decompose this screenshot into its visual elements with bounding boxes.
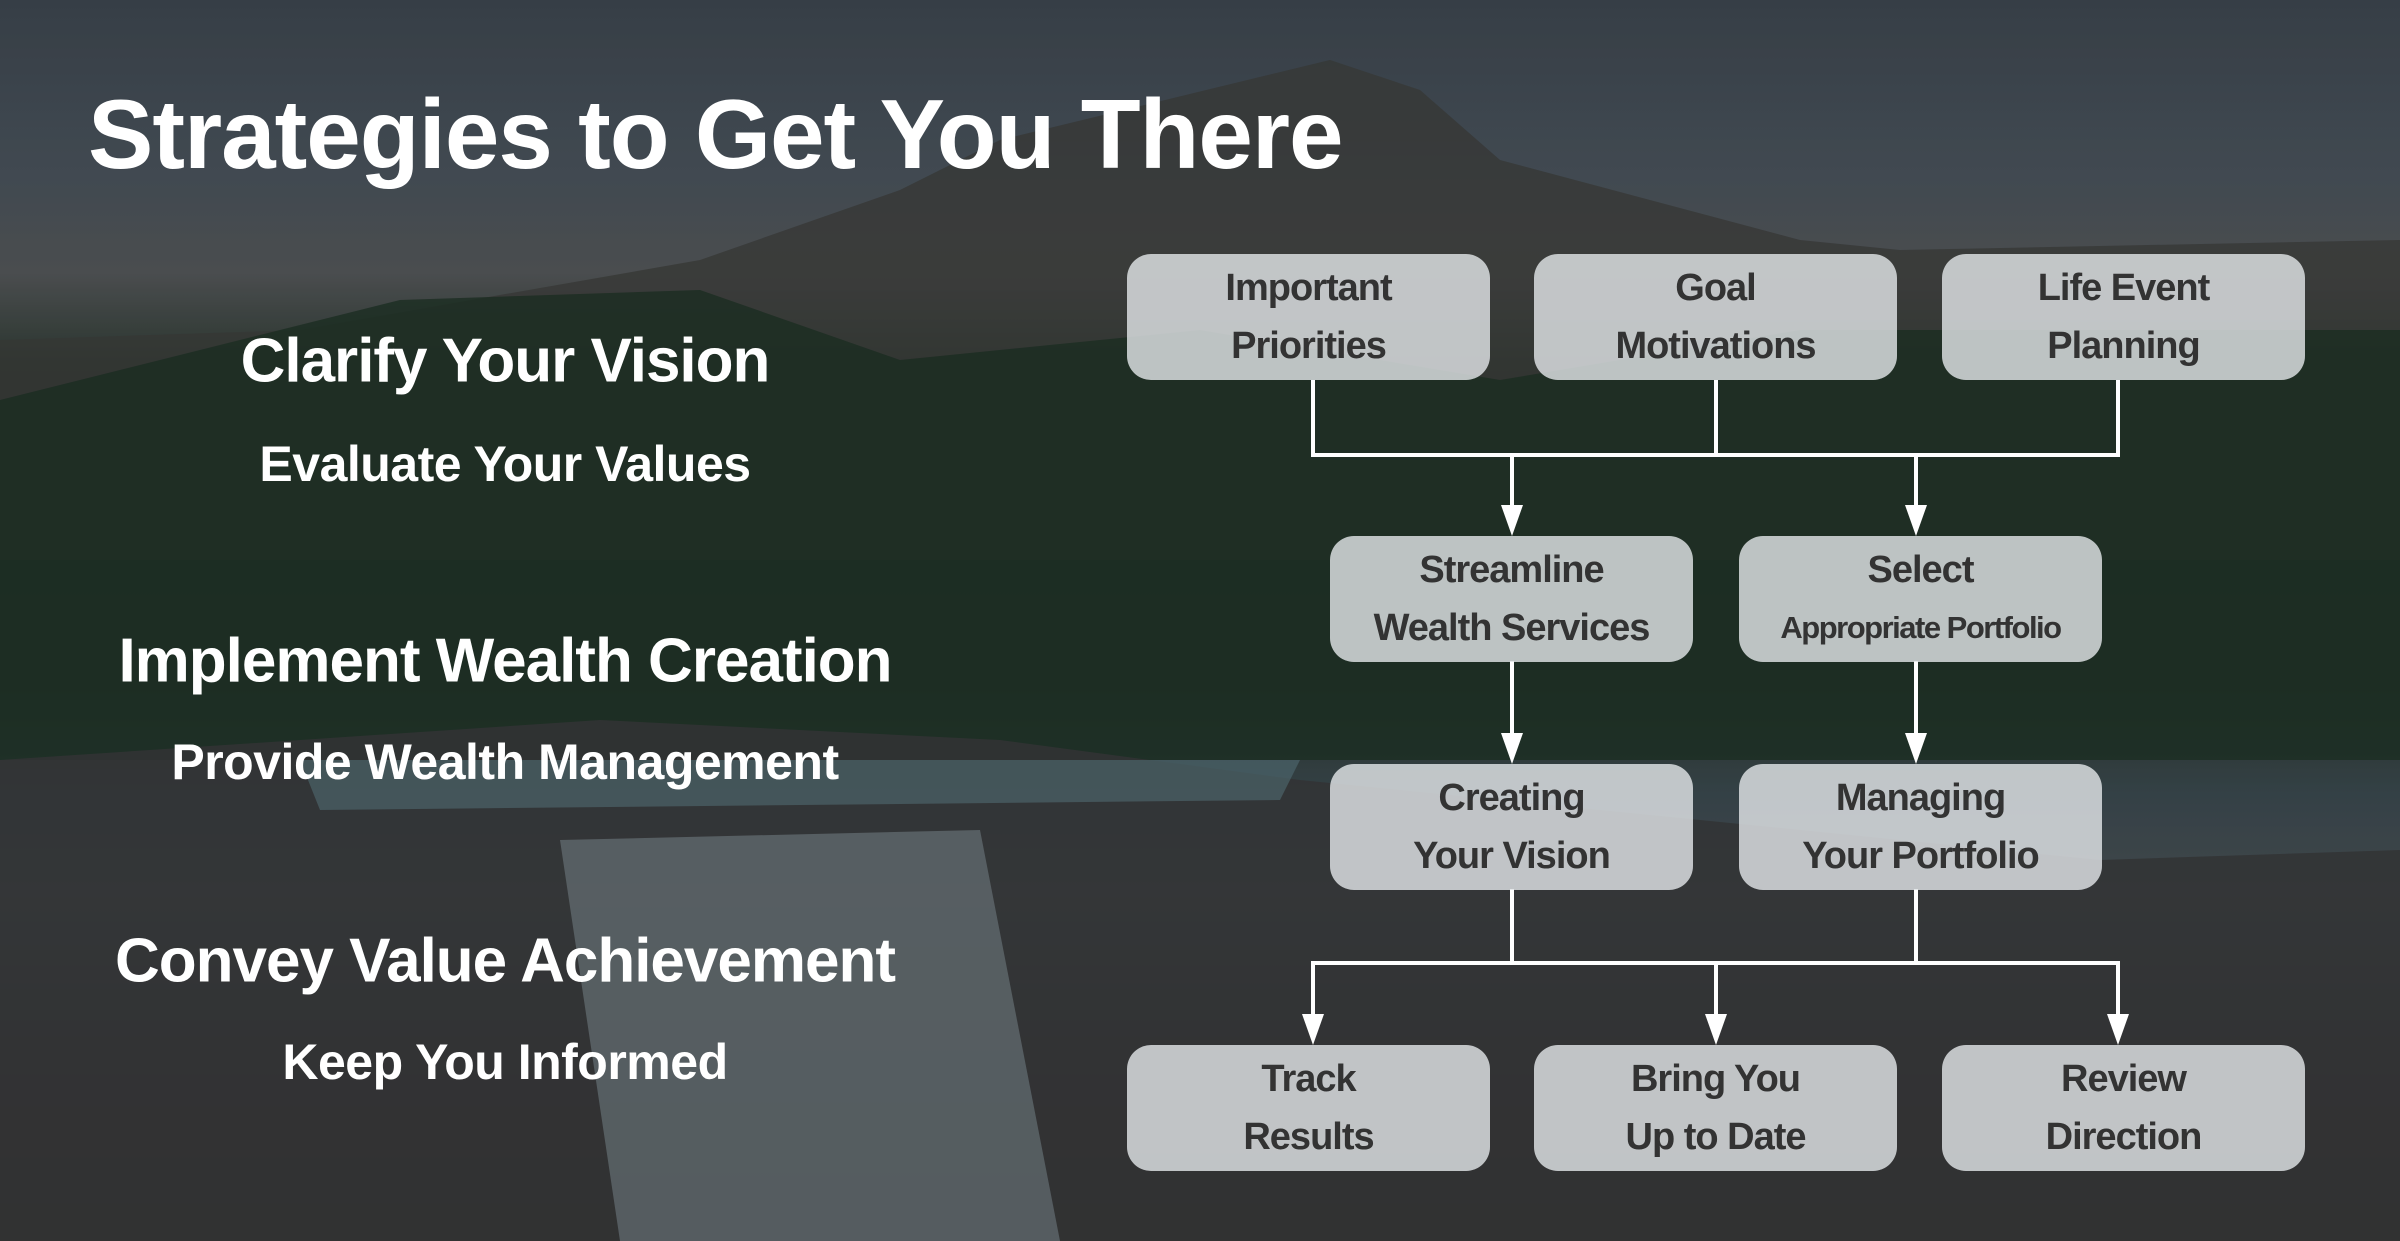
slide-title: Strategies to Get You There (88, 79, 1344, 189)
arrow-icon (2107, 1014, 2129, 1045)
sub-evaluate-values: Evaluate Your Values (259, 436, 751, 492)
box-line: Appropriate Portfolio (1780, 610, 2062, 645)
box-line: Wealth Services (1373, 607, 1651, 649)
arrow-icon (1705, 1014, 1727, 1045)
sub-keep-informed: Keep You Informed (282, 1034, 728, 1090)
box-bring-up-to-date: Bring You Up to Date (1534, 1045, 1897, 1171)
heading-implement-wealth: Implement Wealth Creation (118, 626, 892, 696)
box-line: Creating (1438, 777, 1585, 819)
box-line: Your Vision (1413, 835, 1611, 877)
arrow-icon (1302, 1014, 1324, 1045)
arrow-icon (1905, 733, 1927, 764)
box-line: Select (1867, 549, 1975, 591)
arrow-icon (1501, 505, 1523, 536)
box-line: Your Portfolio (1802, 835, 2039, 877)
box-line: Important (1225, 267, 1392, 309)
box-line: Planning (2047, 325, 2200, 367)
box-line: Priorities (1231, 325, 1387, 367)
arrow-icon (1501, 733, 1523, 764)
box-line: Motivations (1615, 325, 1816, 367)
box-line: Managing (1835, 777, 2006, 819)
arrow-icon (1905, 505, 1927, 536)
box-line: Up to Date (1625, 1116, 1807, 1158)
box-line: Results (1243, 1116, 1374, 1158)
heading-clarify-vision: Clarify Your Vision (240, 326, 771, 396)
box-line: Review (2061, 1058, 2187, 1100)
box-line: Goal (1675, 267, 1756, 309)
sub-provide-wealth-management: Provide Wealth Management (171, 734, 839, 790)
box-line: Life Event (2037, 267, 2211, 309)
box-line: Track (1261, 1058, 1356, 1100)
box-line: Bring You (1630, 1058, 1801, 1100)
box-line: Direction (2045, 1116, 2203, 1158)
heading-convey-value: Convey Value Achievement (114, 926, 896, 996)
box-line: Streamline (1419, 549, 1604, 591)
